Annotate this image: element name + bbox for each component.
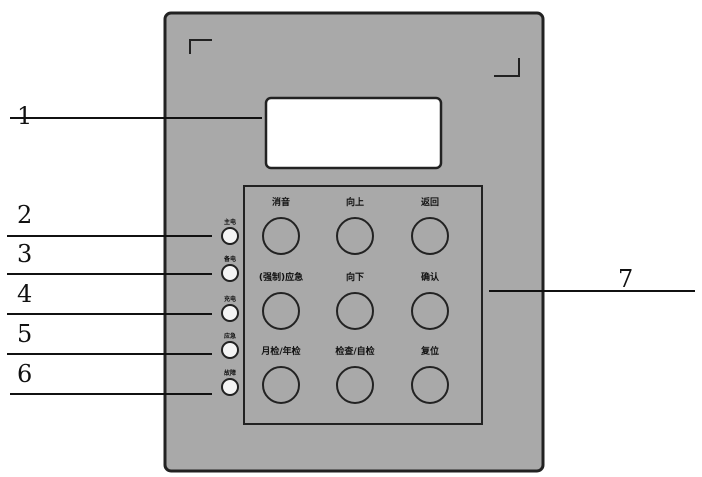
keypad-frame: [243, 185, 483, 425]
callout-2: 2: [17, 201, 32, 229]
button-label-r3c2: 检查/自检: [335, 345, 374, 357]
led-indicator-4: [221, 341, 239, 359]
corner-mark-top-right: [494, 58, 520, 77]
corner-mark-top-left: [189, 39, 212, 54]
keypad-button-r2c3[interactable]: [411, 292, 449, 330]
keypad-button-r3c1[interactable]: [262, 366, 300, 404]
button-label-r1c1: 消音: [272, 196, 290, 208]
leader-lines: [7, 117, 695, 395]
display-window: [264, 96, 443, 170]
led-label-2: 备电: [223, 255, 236, 263]
keypad-button-r3c2[interactable]: [336, 366, 374, 404]
led-indicator-3: [221, 304, 239, 322]
keypad-button-r1c2[interactable]: [336, 217, 374, 255]
button-label-r3c1: 月检/年检: [260, 345, 300, 357]
keypad-button-r1c3[interactable]: [411, 217, 449, 255]
callout-3: 3: [17, 240, 32, 268]
led-indicator-1: [221, 227, 239, 245]
keypad-button-r2c2[interactable]: [336, 292, 374, 330]
button-label-r2c2: 向下: [346, 271, 364, 283]
callout-4: 4: [17, 280, 32, 308]
callout-5: 5: [17, 320, 32, 348]
button-label-r3c3: 复位: [420, 345, 439, 357]
callout-7: 7: [618, 265, 633, 293]
button-label-r1c2: 向上: [346, 196, 364, 208]
led-label-3: 充电: [224, 295, 236, 303]
keypad-button-r2c1[interactable]: [262, 292, 300, 330]
led-label-5: 故障: [224, 369, 236, 377]
callout-6: 6: [17, 360, 32, 388]
keypad-button-r3c3[interactable]: [411, 366, 449, 404]
button-label-r1c3: 返回: [421, 196, 439, 208]
led-label-1: 主电: [224, 218, 236, 226]
led-indicator-5: [221, 378, 239, 396]
led-label-4: 应急: [224, 332, 236, 340]
callout-numbers: 1 2 3 4 5 6 7: [17, 102, 633, 388]
button-label-r2c1: (强制)应急: [259, 271, 303, 283]
led-indicator-2: [221, 264, 239, 282]
button-label-r2c3: 确认: [421, 271, 440, 283]
callout-1: 1: [17, 102, 32, 130]
keypad-button-r1c1[interactable]: [262, 217, 300, 255]
